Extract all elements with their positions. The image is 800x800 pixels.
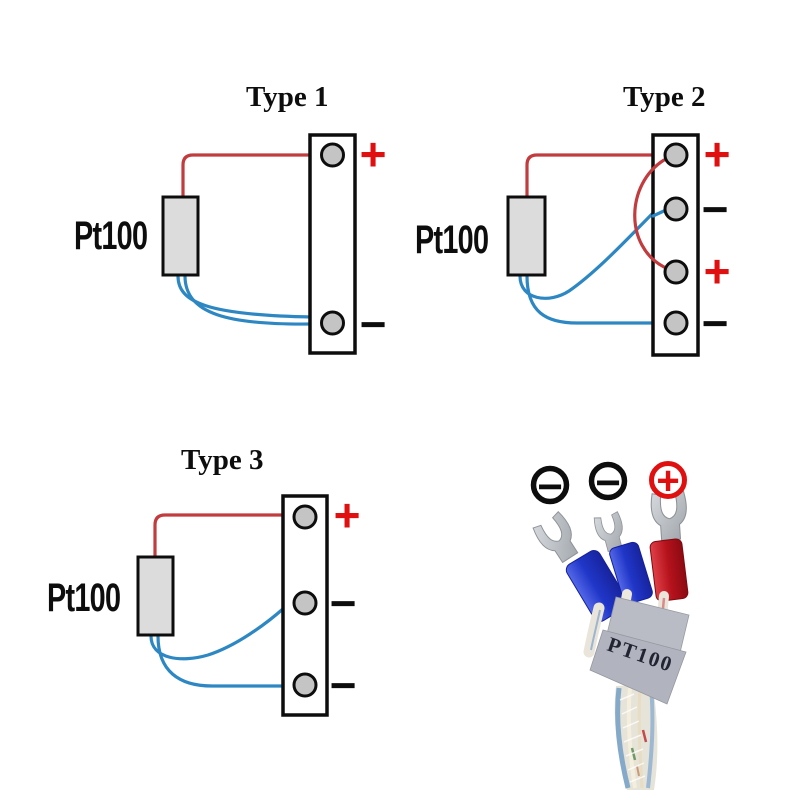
- minus-symbol-text-1: −: [537, 463, 563, 512]
- type1-sensor-box: [161, 195, 200, 277]
- type3-sensor-label: Pt100: [47, 576, 121, 620]
- type2-terminal-2-polarity: −: [701, 183, 729, 235]
- type2-terminal-1: [663, 142, 689, 168]
- lead-wire-1-strand: [590, 609, 601, 651]
- type2-terminal-4: [663, 310, 689, 336]
- type2-diagram: [506, 133, 700, 357]
- type1-sensor-label: Pt100: [74, 214, 148, 258]
- type2-terminal-1-polarity: +: [703, 128, 731, 180]
- type3-terminal-2: [292, 590, 318, 616]
- type1-red-wire: [181, 153, 313, 199]
- type1-terminal-block: [308, 133, 357, 355]
- cable-cream-strand-1: [626, 687, 637, 789]
- type3-terminal-3-polarity: −: [329, 659, 357, 711]
- type3-terminal-1: [292, 504, 318, 530]
- type1-terminal-2-polarity: −: [359, 298, 387, 350]
- braided-cable: [614, 684, 658, 790]
- type1-terminal-1: [320, 142, 345, 168]
- type2-terminal-2: [663, 196, 689, 222]
- type3-blue-wire-2: [156, 634, 286, 688]
- type1-terminal-2: [320, 310, 345, 336]
- plus-circle-icon: [649, 461, 687, 499]
- cable-blue-strand-left: [615, 687, 631, 789]
- type2-title: Type 2: [623, 81, 706, 113]
- type3-terminal-1-polarity: +: [333, 489, 361, 541]
- type1-blue-wire-1: [176, 274, 313, 319]
- minus-symbol-text-2: −: [595, 459, 621, 508]
- type2-blue-wire-2: [525, 274, 656, 325]
- type3-red-wire: [153, 513, 286, 559]
- type1-title: Type 1: [246, 81, 329, 113]
- minus-circle-icon-1: [530, 465, 570, 505]
- type3-terminal-2-polarity: −: [329, 577, 357, 629]
- cable-red-fleck: [641, 729, 648, 743]
- type2-terminal-4-polarity: −: [701, 297, 729, 349]
- type2-terminal-3: [663, 259, 689, 285]
- sleeve-blue-2: [609, 541, 653, 605]
- cable-braid-hatch: [619, 693, 646, 783]
- type1-blue-wire-2: [183, 274, 313, 326]
- cable-green-fleck: [630, 747, 637, 761]
- type3-terminal-3: [292, 672, 318, 698]
- pt100-tag-lower: [589, 629, 687, 705]
- type2-terminal-3-polarity: +: [703, 245, 731, 297]
- type1-terminal-1-polarity: +: [359, 128, 387, 180]
- type2-sensor-label: Pt100: [415, 218, 489, 262]
- type3-sensor-box: [136, 555, 175, 637]
- type2-red-wire: [525, 153, 656, 199]
- type2-red-jumper-wire: [633, 158, 666, 269]
- pt100-tag: PT100: [589, 596, 690, 705]
- minus-circle-icon-2: [588, 461, 628, 501]
- type1-diagram: [161, 133, 357, 355]
- type2-sensor-box: [506, 195, 547, 277]
- lead-wire-1: [583, 602, 605, 658]
- fork-terminal-1: [531, 510, 585, 568]
- type3-title: Type 3: [181, 444, 264, 476]
- probe-photo: PT100 − − +: [530, 459, 690, 790]
- type3-diagram: [136, 494, 329, 717]
- plus-symbol-text: +: [656, 459, 679, 503]
- cable-tan-fleck: [636, 765, 640, 777]
- sleeve-red: [649, 538, 689, 602]
